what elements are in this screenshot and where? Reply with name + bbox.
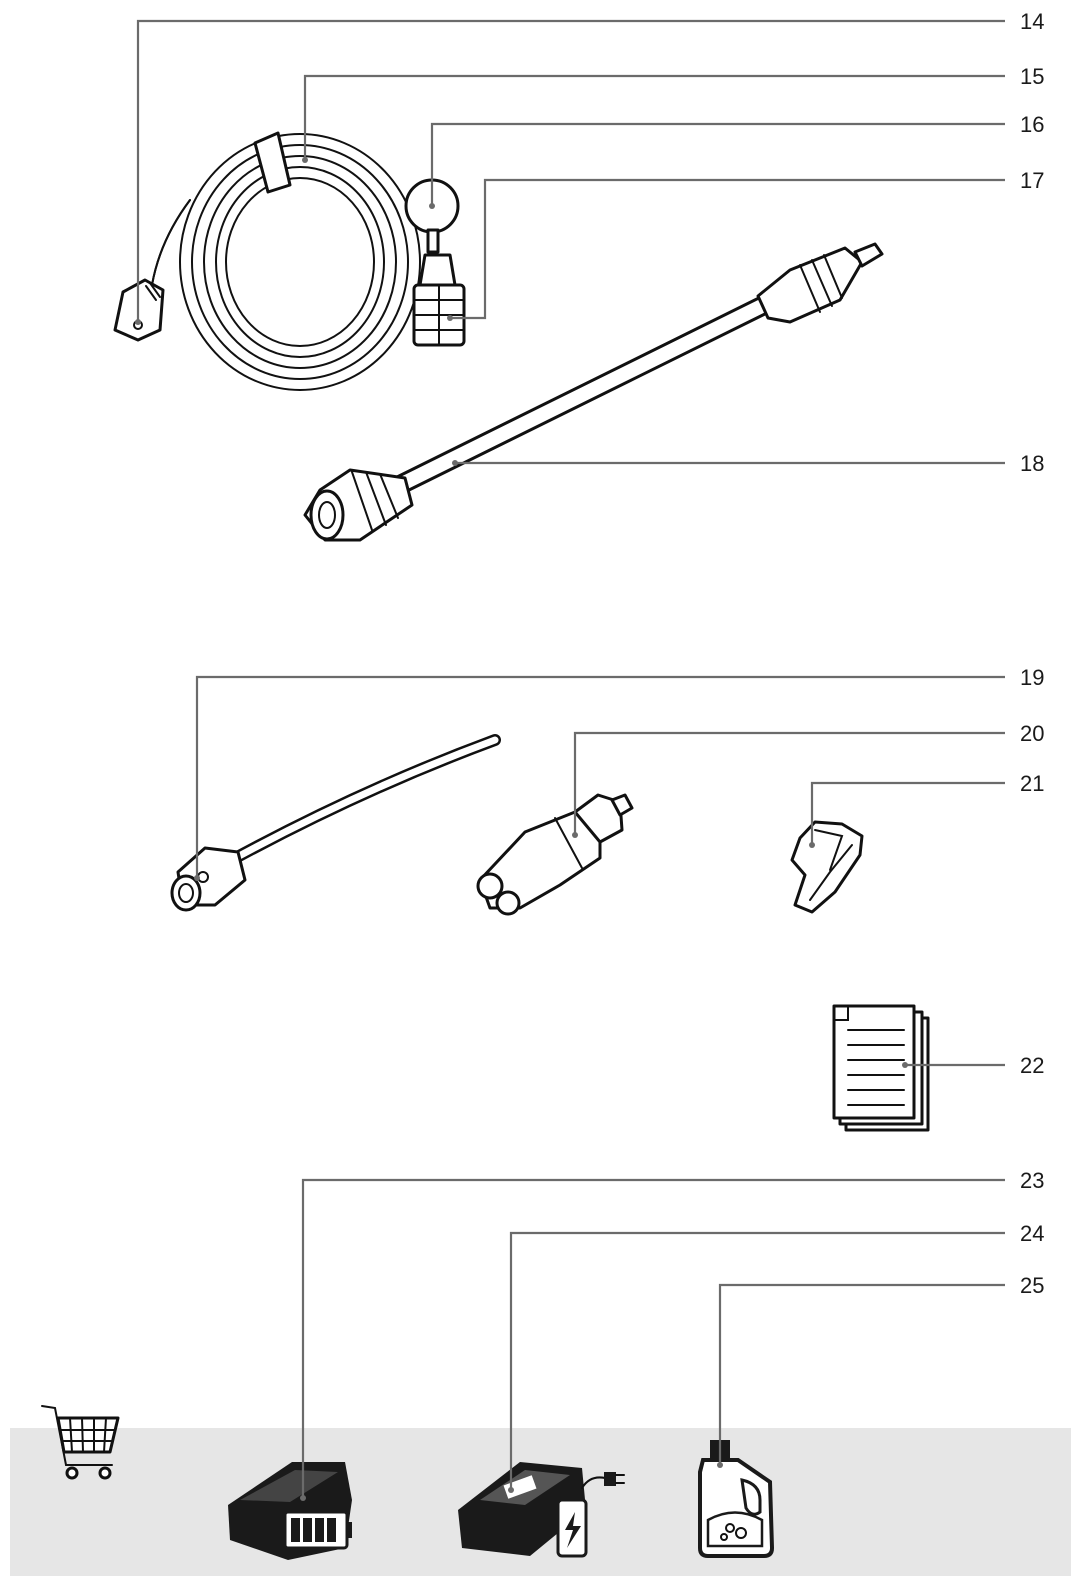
detergent-bottle-icon: [698, 1440, 775, 1558]
documents-22: [832, 1004, 930, 1132]
callout-15: 15: [1020, 64, 1044, 89]
clip-21: [790, 820, 864, 914]
hose-coil: [179, 131, 421, 391]
coupling-17: [412, 253, 466, 347]
callout-25: 25: [1020, 1273, 1044, 1298]
callout-20: 20: [1020, 721, 1044, 746]
leader-lines: [135, 19, 1005, 1501]
callout-14: 14: [1020, 9, 1044, 34]
callout-18: 18: [1020, 451, 1044, 476]
nozzle-20: [476, 793, 634, 916]
callout-22: 22: [1020, 1053, 1044, 1078]
shopping-cart-icon: [41, 1405, 120, 1480]
callout-21: 21: [1020, 771, 1044, 796]
callout-23: 23: [1020, 1168, 1044, 1193]
charger-icon: [458, 1462, 625, 1558]
callout-labels: 14 15 16 17 18 19 20 21 22 23 24 25: [1020, 9, 1044, 1298]
callout-17: 17: [1020, 168, 1044, 193]
suction-hose-19: [170, 734, 501, 912]
callout-24: 24: [1020, 1221, 1044, 1246]
battery-pack-icon: [228, 1462, 352, 1560]
lance-18: [303, 242, 884, 542]
callout-19: 19: [1020, 665, 1044, 690]
hose-connector-14: [113, 199, 191, 342]
callout-16: 16: [1020, 112, 1044, 137]
